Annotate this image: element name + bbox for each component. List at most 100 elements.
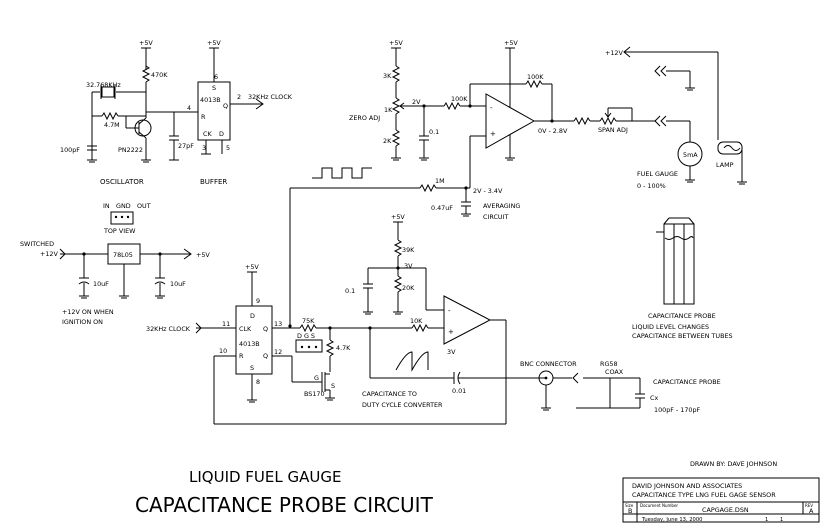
tb-date: Tuesday, June 13, 2000 [641,517,702,523]
square-wave-symbol [312,167,372,179]
conv-label2: DUTY CYCLE CONVERTER [362,401,443,409]
avg-r1m [419,183,437,193]
title-block: DAVID JOHNSON AND ASSOCIATES CAPACITANCE… [622,477,820,523]
probe-cap-label: CAPACITANCE PROBE [653,378,721,386]
comp-3v-wave-label: 3V [447,348,456,356]
zero-r3k-label: 3K [383,72,392,80]
conv-pin10: 10 [219,347,227,355]
span-adj-pot [599,116,617,126]
comp-r20k [393,275,403,293]
transistor-label: PN2222 [118,146,143,154]
comp-plus: + [448,328,454,336]
conv-q-label: Q [263,325,268,333]
bnc-label: BNC CONNECTOR [520,360,577,368]
avg-c-label: 0.47uF [431,204,453,212]
osc-r470k [141,65,151,83]
comp-r20k-label: 20K [402,284,415,292]
buffer-s-label: S [212,84,216,92]
comp-3v-label: 3V [404,262,413,270]
clock-out-arrow [255,98,264,110]
probe-section: BNC CONNECTOR RG58 COAX CAPACITANCE PROB… [520,217,733,414]
zero-supply-label: +5V [389,39,403,47]
zero-pot [391,97,401,115]
zero-rf [525,79,543,89]
clock-out-label: 32KHz CLOCK [248,93,293,101]
comp-r39k-label: 39K [402,246,415,254]
conv-r-label: R [239,352,244,360]
tb-company: DAVID JOHNSON AND ASSOCIATES [632,482,742,490]
conv-r47k-label: 4.7K [336,344,351,352]
opamp-supply-label: +5V [504,39,518,47]
oscillator-label: OSCILLATOR [100,178,144,186]
drawn-by: DRAWN BY: DAVE JOHNSON [690,460,777,468]
comp-c01-label: 0.1 [345,287,355,295]
conv-r75k-label: 75K [302,317,315,325]
tb-doc: CAPGAGE.DSN [702,506,749,514]
zero-c-label: 0.1 [429,128,439,136]
osc-supply-label: +5V [139,39,153,47]
duty-cycle-converter: +5V 9 D CLK Q 4013B R Q S 32KHz CLOCK 11… [146,263,506,425]
tb-of: 1 [780,517,783,523]
reg-switched1: SWITCHED [20,240,54,248]
conv-d-label: D [250,312,255,320]
buffer-label: BUFFER [200,178,227,186]
reg-chip-label: 78L05 [113,251,133,259]
zero-r2k-label: 2K [383,137,392,145]
buffer-d-label: D [219,130,224,138]
comp-c001-label: 0.01 [452,387,466,395]
probe-range-label: 100pF - 170pF [654,406,701,414]
conv-r47k [325,339,335,357]
fuel-gauge-range: 0 - 100% [637,182,666,190]
tb-doc-label: Document Number [640,503,678,508]
tb-size: B [628,507,632,515]
zero-out-label: 0V - 2.8V [538,127,568,135]
fet-s-label: S [331,382,335,390]
tb-sheet: 1 [765,517,768,523]
probe-note1: LIQUID LEVEL CHANGES [632,323,709,331]
conv-pin9: 9 [256,297,260,305]
comparator-section: +5V 39K 3V 20K 0.1 - + 10K 0.01 [345,213,546,424]
tb-project: CAPACITANCE TYPE LNG FUEL GAGE SENSOR [632,491,776,499]
fuel-gauge-label: FUEL GAUGE [637,170,678,178]
buffer-pin2: 2 [237,93,241,101]
conv-supply-label: +5V [245,263,259,271]
zero-r2k [391,129,401,147]
reg-c2-label: 10uF [170,280,186,288]
conv-qb-label: Q [263,352,268,360]
regulator-section: IN GND OUT TOP VIEW SWITCHED +12V 78L05 … [20,202,210,326]
reg-note1: +12V ON WHEN [62,308,114,316]
avg-label2: CIRCUIT [483,213,508,221]
zero-rin [443,101,461,111]
tb-rev-label: REV [805,503,813,508]
reg-top-view-label: TOP VIEW [103,227,136,235]
comp-r39k [393,239,403,257]
reg-c1-label: 10uF [93,280,109,288]
conv-clk-in-label: 32KHz CLOCK [146,325,191,333]
buffer-supply-label: +5V [207,39,221,47]
conv-4013b-chip [235,305,273,375]
zero-rin-label: 100K [451,95,468,103]
title-line2: CAPACITANCE PROBE CIRCUIT [135,493,434,517]
coax-label1: RG58 [600,360,618,368]
plus12v-label: +12V [605,49,623,57]
buffer-r-label: R [201,113,206,121]
plus12v-arrow [623,46,631,58]
bs170-package-view [295,339,323,353]
output-stage: SPAN ADJ 5mA FUEL GAUGE 0 - 100% +12V LA… [573,46,747,190]
ramp-wave-symbol [395,351,429,372]
reg-gnd-label: GND [116,202,131,210]
conv-ic-label: 4013B [239,340,260,348]
reg-switched2: +12V [40,250,58,258]
probe-outer-tube [663,223,695,305]
crystal [101,86,115,98]
fet-g-label: G [314,374,319,382]
tb-rev: A [809,507,814,515]
buffer-section: +5V 6 S 4013B R Q CK D 4 2 32KHz CLOCK 3… [187,39,293,186]
osc-r470k-label: 470K [151,71,168,79]
oscillator-section: +5V 470K 32.768KHz 4.7M PN2222 100pF [60,39,198,186]
osc-c100pf-label: 100pF [60,146,80,154]
comp-r10k-label: 10K [410,317,423,325]
zero-pot-label: 1K [384,106,393,114]
